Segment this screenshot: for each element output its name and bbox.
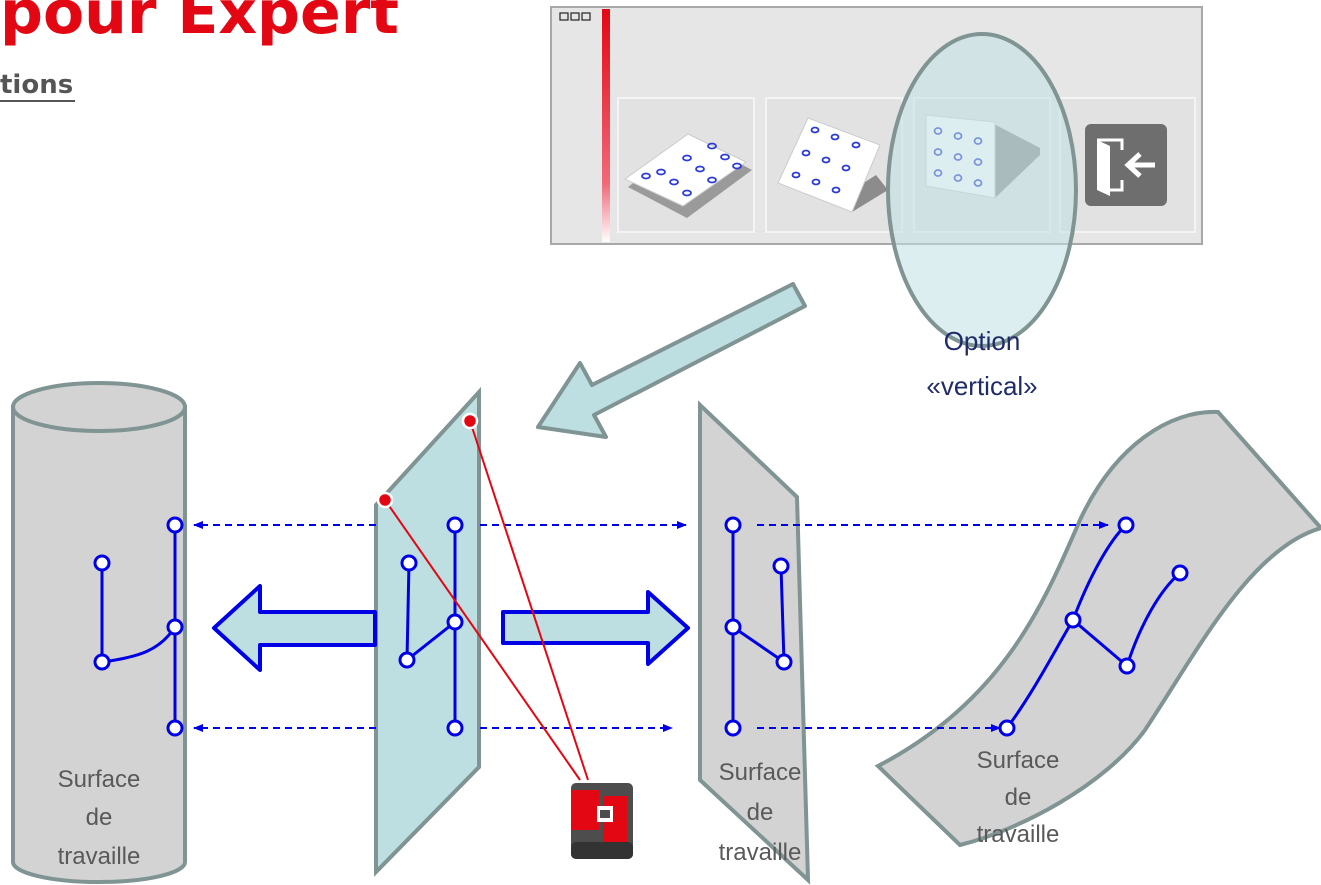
network-curved: [998, 516, 1189, 737]
horizontal-plane-icon: [624, 133, 752, 218]
page-title: pour Expert: [0, 0, 399, 48]
window-menu-icon[interactable]: [559, 12, 591, 21]
exit-button[interactable]: [1059, 97, 1196, 233]
pointer-arrow: [536, 282, 807, 439]
option-label-line1: Option: [944, 326, 1021, 356]
right-transfer-arrow: [501, 590, 690, 666]
tilted-surface-label-2: de: [747, 799, 774, 826]
curved-surface: [874, 409, 1321, 848]
network-cylinder: [93, 516, 184, 737]
target-point: [376, 491, 394, 509]
tilted-plane-button[interactable]: [765, 97, 903, 233]
tilted-surface-label-3: travaille: [719, 839, 802, 866]
cylinder-surface-label-2: de: [86, 804, 113, 831]
cylinder-surface: [11, 381, 187, 884]
cylinder-surface-label-3: travaille: [58, 843, 141, 870]
network-tilted: [724, 516, 793, 737]
option-label-line2: «vertical»: [926, 371, 1037, 401]
curved-surface-label-2: de: [1005, 784, 1032, 811]
exit-icon: [1085, 124, 1167, 206]
cylinder-surface-label-1: Surface: [58, 766, 141, 793]
projection-arrows: [193, 521, 1109, 732]
tilted-surface-label-1: Surface: [719, 759, 802, 786]
laser-instrument-icon: [571, 783, 633, 859]
curved-surface-label-1: Surface: [977, 747, 1060, 774]
target-point: [461, 412, 479, 430]
section-subtitle: tions: [0, 70, 76, 102]
curved-surface-label-3: travaille: [977, 821, 1060, 848]
vertical-plane: [374, 386, 481, 877]
toolbar-panel: [550, 6, 1203, 245]
horizontal-plane-button[interactable]: [617, 97, 755, 233]
left-transfer-arrow: [212, 584, 377, 672]
network-vertical: [398, 516, 464, 737]
laser-lines: [384, 420, 589, 781]
tilted-plane-icon: [777, 117, 888, 213]
highlight-ellipse: [886, 32, 1078, 348]
